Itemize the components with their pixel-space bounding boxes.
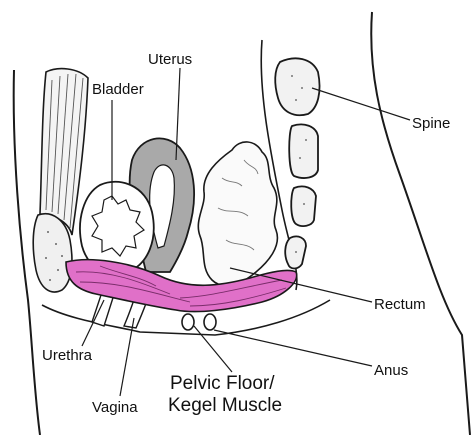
label-rectum: Rectum — [374, 296, 426, 313]
label-bladder: Bladder — [92, 81, 144, 98]
anal-sphincter — [182, 314, 216, 330]
label-spine: Spine — [412, 115, 450, 132]
rectum — [198, 142, 277, 286]
vertebra-2 — [289, 124, 318, 178]
leader-spine — [312, 88, 410, 120]
label-pelvic-floor-line1: Pelvic Floor/ — [170, 373, 275, 394]
label-pelvic-floor-line2: Kegel Muscle — [168, 395, 282, 416]
leader-anus — [214, 330, 372, 366]
vertebra-3 — [291, 186, 316, 226]
rectus-abdominis-muscle — [40, 69, 88, 235]
label-anus: Anus — [374, 362, 408, 379]
spine-vertebrae — [275, 58, 319, 268]
label-urethra: Urethra — [42, 347, 93, 364]
vertebra-1 — [275, 58, 319, 115]
label-uterus: Uterus — [148, 51, 192, 68]
label-vagina: Vagina — [92, 399, 138, 416]
